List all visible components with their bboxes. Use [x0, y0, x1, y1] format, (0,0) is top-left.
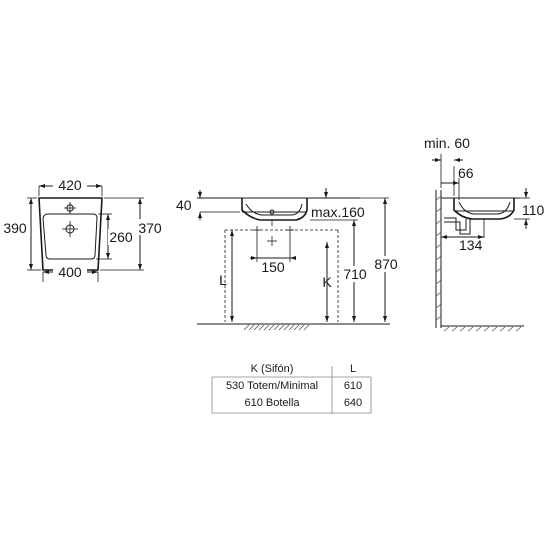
dim-150: 150 — [261, 259, 285, 275]
label-l: L — [219, 272, 227, 288]
side-floor-hatch — [443, 326, 522, 332]
siphon-pipe — [444, 219, 471, 235]
table-header-l: L — [350, 363, 356, 375]
top-view: 420 400 390 260 370 — [2, 177, 164, 282]
dim-710: 710 — [343, 266, 367, 282]
siphon-table: K (Sifón) L 530 Totem/Minimal 610 610 Bo… — [211, 363, 372, 414]
wall-hatch — [435, 195, 442, 321]
dim-max-160: max.160 — [311, 204, 365, 220]
table-cell-row1-k: 530 Totem/Minimal — [226, 380, 318, 392]
label-k: K — [322, 274, 332, 290]
dim-260: 260 — [109, 229, 133, 245]
dim-370: 370 — [138, 220, 162, 236]
dim-66: 66 — [458, 165, 474, 181]
floor-hatch — [243, 324, 310, 331]
side-view: min. 60 66 110 134 — [424, 135, 545, 332]
table-cell-row2-k: 610 Botella — [244, 397, 300, 409]
table-header-k: K (Sifón) — [251, 363, 294, 375]
basin-side-section — [453, 198, 515, 220]
basin-front-section — [241, 198, 308, 221]
basin-inner-outline — [42, 213, 98, 260]
dim-390: 390 — [3, 220, 27, 236]
dim-870: 870 — [374, 256, 398, 272]
table-cell-row2-l: 640 — [344, 397, 362, 409]
basin-outer-outline — [38, 197, 103, 271]
table-cell-row1-l: 610 — [344, 380, 362, 392]
dim-min-60: min. 60 — [424, 135, 470, 151]
dim-110: 110 — [522, 202, 545, 218]
dim-420: 420 — [58, 177, 82, 193]
front-view: 40 max.160 150 L K — [176, 188, 400, 331]
dim-400: 400 — [58, 264, 82, 280]
dim-40: 40 — [176, 197, 192, 213]
dim-134: 134 — [459, 237, 483, 253]
